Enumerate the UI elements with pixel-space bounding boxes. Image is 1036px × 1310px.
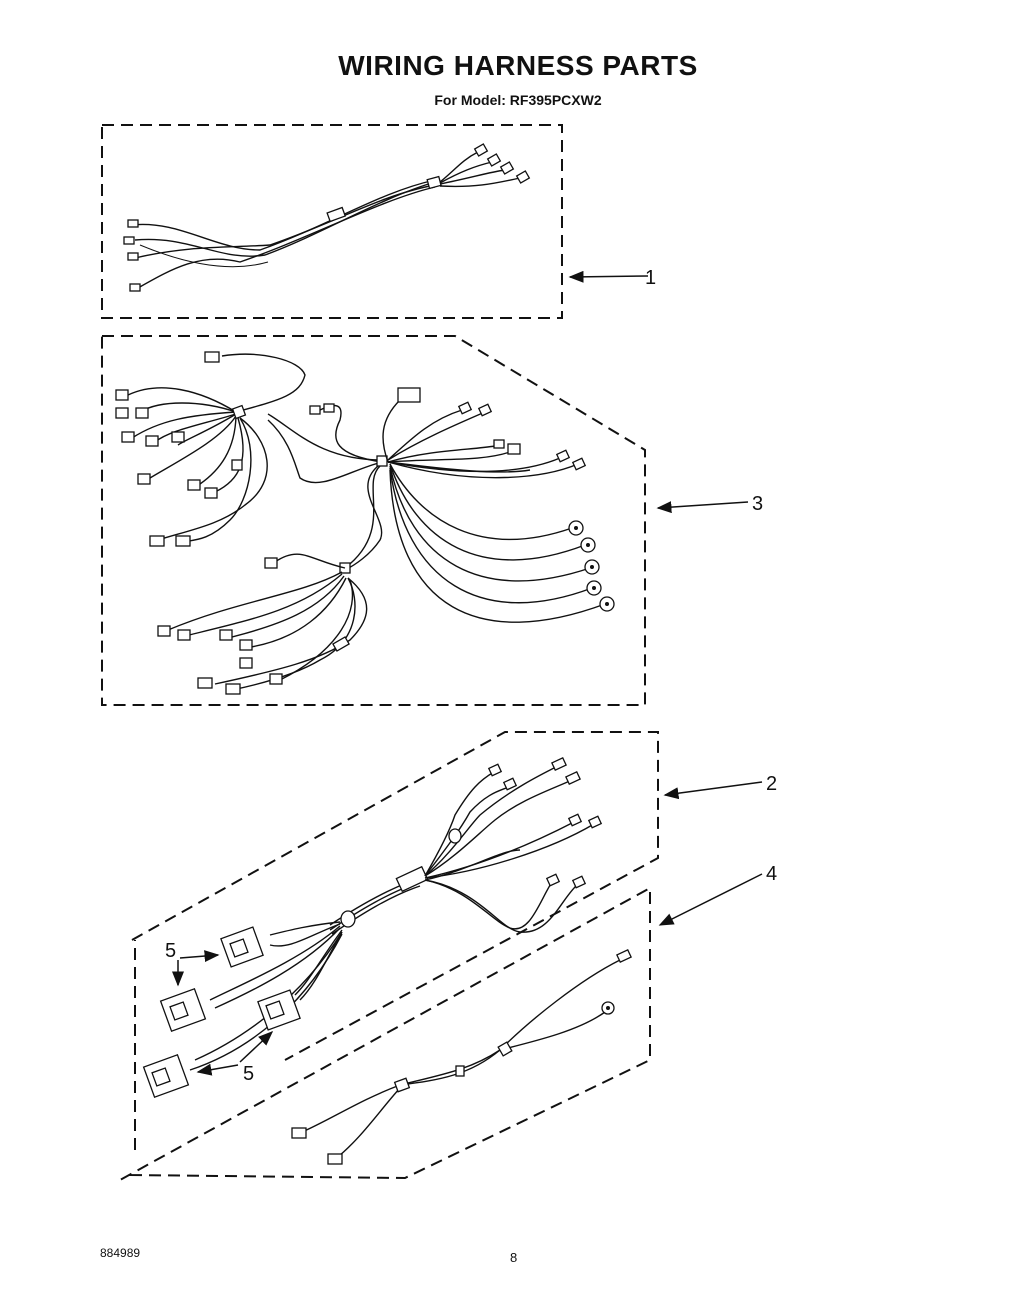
harness-part-2 [131,731,659,1099]
document-code: 884989 [100,1246,141,1260]
connector-block-d [142,1053,190,1099]
harness-part-4 [119,886,651,1181]
connector-block-b [159,987,207,1033]
connector-block-a [220,926,264,968]
harness-part-1 [101,124,563,319]
callout-2: 2 [766,773,777,795]
callouts: 1 3 2 4 5 5 [165,267,777,1085]
model-subtitle: For Model: RF395PCXW2 [434,92,602,108]
part-4-frame [119,886,651,1181]
callout-5-bottom: 5 [243,1063,254,1085]
callout-5-top: 5 [165,940,176,962]
page-title: WIRING HARNESS PARTS [338,50,698,81]
connector-block-c [257,989,301,1031]
part-1-frame [101,124,563,319]
callout-1: 1 [645,267,656,289]
page-number: 8 [510,1250,518,1265]
callout-4: 4 [766,863,777,885]
part-2-frame [131,731,659,1061]
callout-3: 3 [752,493,763,515]
harness-part-3 [101,335,646,706]
part-3-frame [101,335,646,706]
